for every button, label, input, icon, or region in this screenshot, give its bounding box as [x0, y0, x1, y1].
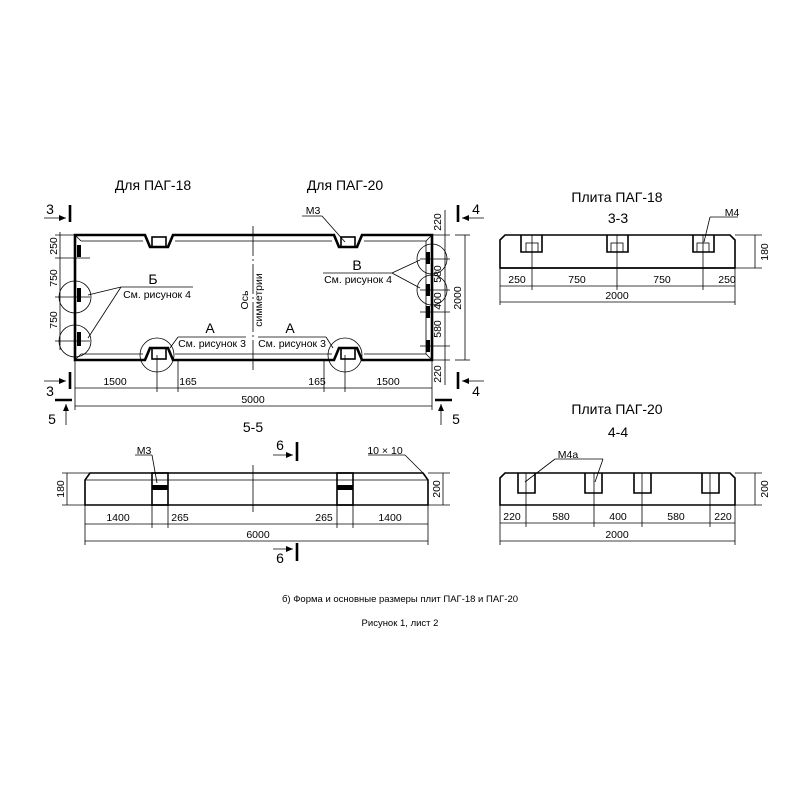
svg-text:580: 580: [432, 320, 444, 338]
svg-text:5: 5: [48, 411, 56, 427]
section-4-4-label: 4-4: [608, 424, 628, 440]
svg-text:220: 220: [432, 213, 444, 231]
plan-title-pag18: Для ПАГ-18: [115, 177, 192, 193]
axis-label-1: Ось: [239, 290, 251, 309]
plan-dims-right: 220 580 400 580 220 2000: [420, 210, 470, 385]
section-4-4-title: Плита ПАГ-20: [571, 401, 662, 417]
svg-text:3: 3: [46, 383, 54, 399]
svg-text:220: 220: [503, 511, 521, 523]
section-marker-3: 3 3: [44, 201, 72, 399]
svg-text:1400: 1400: [378, 512, 402, 524]
callout-a2-letter: А: [285, 320, 295, 336]
section-3-3-label: 3-3: [608, 210, 628, 226]
section-5-5: 5-5 М3 10 × 10 6 6 180 200 1400 265 2: [55, 419, 450, 566]
figure-subtitle: б) Форма и основные размеры плит ПАГ-18 …: [282, 594, 518, 605]
svg-text:200: 200: [759, 480, 771, 498]
svg-text:750: 750: [48, 269, 60, 287]
svg-text:4: 4: [472, 201, 480, 217]
plan-view: Для ПАГ-18 Для ПАГ-20 Ось симм: [44, 177, 484, 427]
svg-text:180: 180: [759, 243, 771, 261]
svg-text:4: 4: [472, 383, 480, 399]
svg-text:1500: 1500: [376, 376, 400, 388]
svg-text:2000: 2000: [605, 529, 629, 541]
svg-text:5: 5: [452, 411, 460, 427]
section-marker-4: 4 4: [456, 201, 484, 399]
axis-label-2: симметрии: [253, 273, 265, 327]
svg-text:3: 3: [46, 201, 54, 217]
svg-text:165: 165: [308, 376, 326, 388]
svg-text:2000: 2000: [605, 290, 629, 302]
slab-inner-outline: [81, 240, 427, 355]
svg-text:220: 220: [432, 365, 444, 383]
svg-text:165: 165: [179, 376, 197, 388]
svg-text:400: 400: [609, 511, 627, 523]
chamfer-label: 10 × 10: [367, 445, 402, 457]
svg-text:6: 6: [276, 550, 284, 566]
svg-text:250: 250: [718, 274, 736, 286]
svg-text:200: 200: [431, 480, 443, 498]
plan-dims-left: 250 750 750: [48, 232, 90, 350]
callout-b-ref: См. рисунок 4: [123, 289, 191, 301]
section-5-5-marker: М3: [137, 445, 152, 457]
svg-text:6000: 6000: [246, 529, 270, 541]
svg-text:2000: 2000: [452, 286, 464, 310]
section-3-3-title: Плита ПАГ-18: [571, 189, 662, 205]
svg-text:750: 750: [568, 274, 586, 286]
callout-a1-ref: См. рисунок 3: [178, 338, 246, 350]
callout-b-letter: Б: [148, 271, 157, 287]
svg-text:250: 250: [508, 274, 526, 286]
section-marker-5: 5 5: [48, 398, 460, 427]
svg-text:1500: 1500: [103, 376, 127, 388]
svg-text:750: 750: [653, 274, 671, 286]
plan-marker-m3: М3: [306, 205, 321, 217]
callout-a2-ref: См. рисунок 3: [258, 338, 326, 350]
svg-text:220: 220: [714, 511, 732, 523]
figure-caption: Рисунок 1, лист 2: [362, 618, 439, 629]
svg-text:265: 265: [315, 512, 333, 524]
svg-text:5000: 5000: [241, 394, 265, 406]
plan-dims-bottom: 1500 165 165 1500 5000: [74, 355, 433, 410]
section-3-3-marker: М4: [725, 207, 740, 219]
section-5-5-label: 5-5: [243, 419, 263, 435]
svg-text:180: 180: [55, 480, 67, 498]
section-4-4-marker: М4а: [558, 449, 579, 461]
svg-text:400: 400: [432, 292, 444, 310]
plan-title-pag20: Для ПАГ-20: [307, 177, 384, 193]
callout-v-letter: В: [352, 257, 361, 273]
svg-text:580: 580: [552, 511, 570, 523]
section-3-3: Плита ПАГ-18 3-3 М4 180 250 750 750 250 …: [499, 189, 771, 305]
svg-text:1400: 1400: [106, 512, 130, 524]
svg-text:580: 580: [667, 511, 685, 523]
callout-a1-letter: А: [205, 320, 215, 336]
svg-text:250: 250: [48, 237, 60, 255]
section-marker-6: 6 6: [273, 437, 299, 566]
svg-text:6: 6: [276, 437, 284, 453]
svg-text:265: 265: [171, 512, 189, 524]
section-4-4: Плита ПАГ-20 4-4 М4а 200 220 580 400 580…: [499, 401, 771, 545]
svg-text:580: 580: [432, 265, 444, 283]
svg-text:750: 750: [48, 311, 60, 329]
callout-v-ref: См. рисунок 4: [324, 274, 392, 286]
